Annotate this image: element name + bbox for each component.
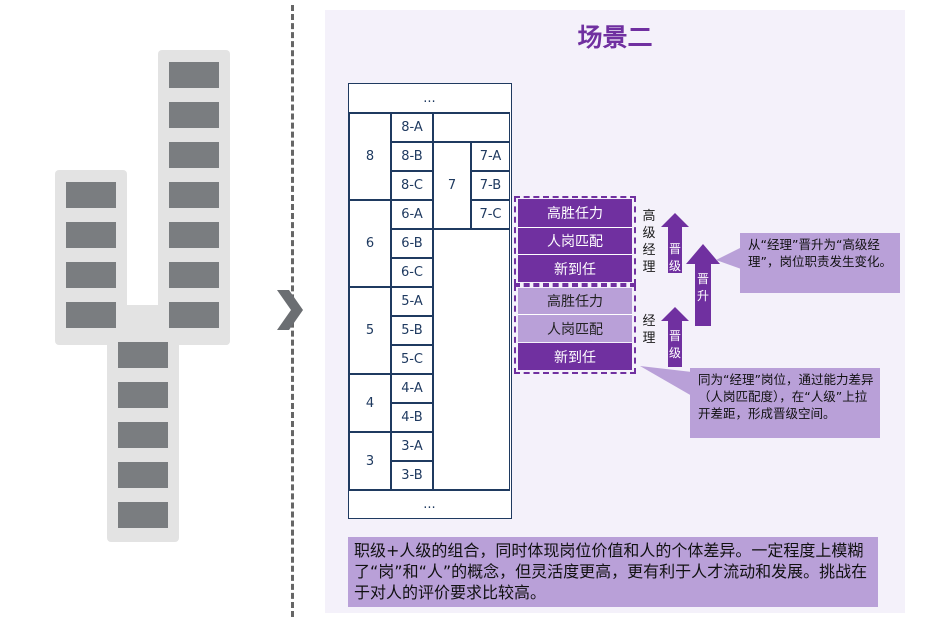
sublevel-cell: 7-A [471, 142, 510, 171]
grid-bottom-ellipsis: ... [349, 490, 510, 517]
gray-block [66, 222, 116, 248]
job-fit-box: 人岗匹配 [518, 227, 632, 254]
level-cell-5: 5 [349, 287, 391, 374]
grid-top-ellipsis: ... [349, 84, 510, 113]
level-cell-8: 8 [349, 113, 391, 200]
callout-pointer [640, 366, 692, 396]
sublevel-cell: 3-B [391, 461, 433, 490]
new-hire-box: 新到任 [518, 343, 632, 370]
promote-arrow-icon [661, 307, 689, 367]
sublevel-cell: 6-C [391, 258, 433, 287]
sublevel-cell: 6-B [391, 229, 433, 258]
sublevel-cell: 8-B [391, 142, 433, 171]
manager-group [514, 285, 636, 374]
new-hire-box: 新到任 [518, 254, 632, 282]
sublevel-cell: 6-A [391, 200, 433, 229]
gray-block [66, 302, 116, 328]
senior-manager-group [514, 196, 636, 285]
sublevel-cell: 7-B [471, 171, 510, 200]
sublevel-cell: 3-A [391, 432, 433, 461]
sublevel-cell: 5-A [391, 287, 433, 316]
sublevel-cell: 8-C [391, 171, 433, 200]
chevron-right-icon [277, 290, 303, 330]
callout-same-position: 同为“经理”岗位，通过能力差异（人岗匹配度），在“人级”上拉开差距，形成晋级空间… [690, 368, 880, 438]
gray-block [169, 262, 219, 288]
level-cell-6: 6 [349, 200, 391, 287]
gray-block [169, 62, 219, 88]
rise-arrow-icon [686, 244, 720, 326]
gray-block [169, 102, 219, 128]
gray-block [169, 222, 219, 248]
blank-cell [433, 229, 510, 490]
blank-cell [433, 113, 510, 142]
gray-block [169, 142, 219, 168]
competence-high-box: 高胜任力 [518, 199, 632, 227]
sublevel-cell: 5-C [391, 345, 433, 374]
callout-promotion: 从“经理”晋升为“高级经理”，岗位职责发生变化。 [740, 233, 900, 293]
sublevel-cell: 4-A [391, 374, 433, 403]
gray-block [118, 502, 168, 528]
callout-pointer [716, 246, 744, 270]
sublevel-cell: 4-B [391, 403, 433, 432]
job-fit-box: 人岗匹配 [518, 314, 632, 342]
gray-block [169, 182, 219, 208]
gray-block [118, 462, 168, 488]
sublevel-cell: 5-B [391, 316, 433, 345]
gray-block [118, 382, 168, 408]
summary-text: 职级+人级的组合，同时体现岗位价值和人的个体差异。一定程度上模糊了“岗”和“人”… [348, 537, 878, 607]
gray-block [66, 262, 116, 288]
gray-block [118, 342, 168, 368]
page-title: 场景二 [577, 23, 653, 52]
rise-label: 晋升 [696, 272, 709, 303]
senior-manager-label: 高级经理 [642, 209, 656, 275]
gray-block [169, 302, 219, 328]
competence-high-box: 高胜任力 [518, 288, 632, 314]
promote-arrow-icon [661, 213, 689, 273]
manager-label: 经理 [642, 314, 656, 346]
gray-block [118, 422, 168, 448]
level-cell-3: 3 [349, 432, 391, 490]
level-grid: ... 8 6 5 4 3 8-A 8-B 8-C 6-A 6-B 6-C 5-… [348, 83, 512, 519]
promote-label: 晋级 [668, 329, 681, 360]
level-cell-7: 7 [433, 142, 471, 229]
promote-label: 晋级 [668, 242, 681, 273]
sublevel-cell: 7-C [471, 200, 510, 229]
gray-block [66, 182, 116, 208]
sublevel-cell: 8-A [391, 113, 433, 142]
level-cell-4: 4 [349, 374, 391, 432]
